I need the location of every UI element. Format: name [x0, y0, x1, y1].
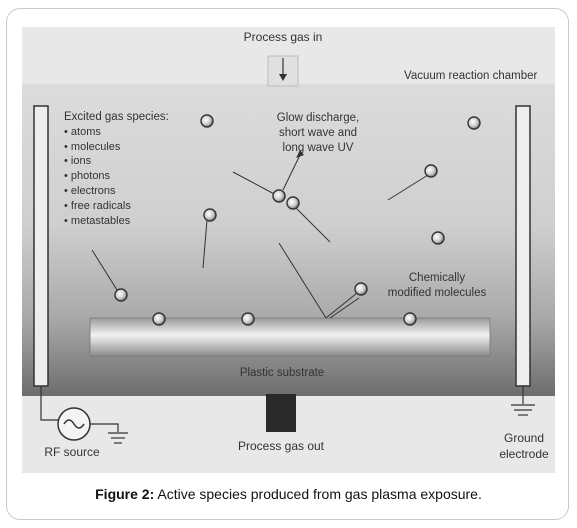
ground-electrode-label-1: Ground	[504, 431, 544, 445]
particle-trails	[91, 154, 429, 319]
plastic-substrate	[89, 317, 491, 357]
molecule	[203, 208, 217, 222]
caption-figure-number: Figure 2:	[95, 486, 155, 502]
species-item: • photons	[64, 170, 111, 182]
molecule	[241, 312, 255, 326]
species-title: Excited gas species:	[64, 111, 169, 123]
plastic-substrate-label: Plastic substrate	[240, 367, 324, 379]
caption-text: Active species produced from gas plasma …	[154, 486, 482, 502]
molecule	[431, 231, 445, 245]
molecule	[200, 114, 214, 128]
gas-outlet-pipe	[266, 394, 296, 432]
process-gas-out-label: Process gas out	[238, 439, 325, 453]
vacuum-chamber-label: Vacuum reaction chamber	[404, 70, 538, 82]
glow-discharge-label-3: long wave UV	[283, 142, 354, 154]
molecule	[152, 312, 166, 326]
ground-electrode-symbol-icon	[511, 404, 535, 416]
uv-arrowhead	[296, 150, 304, 158]
species-item: • free radicals	[64, 200, 131, 212]
ground-electrode-label-2: electrode	[499, 447, 549, 461]
rf-wire	[40, 386, 58, 421]
rf-electrode	[33, 105, 49, 387]
molecule	[286, 196, 300, 210]
molecule	[272, 189, 286, 203]
molecule-group	[114, 114, 481, 326]
molecule	[114, 288, 128, 302]
species-item: • atoms	[64, 126, 101, 138]
chemically-modified-label-1: Chemically	[409, 272, 465, 284]
species-item: • metastables	[64, 215, 131, 227]
gas-in-arrowhead	[279, 74, 287, 81]
species-item: • electrons	[64, 185, 116, 197]
rf-source-label: RF source	[44, 445, 100, 459]
molecule	[424, 164, 438, 178]
molecule	[403, 312, 417, 326]
sine-wave-icon	[63, 419, 85, 429]
process-gas-in-label: Process gas in	[244, 30, 323, 44]
species-item: • molecules	[64, 141, 121, 153]
chemically-modified-label-2: modified molecules	[388, 287, 487, 299]
species-item: • ions	[64, 155, 92, 167]
molecule	[467, 116, 481, 130]
rf-ground-wire	[90, 423, 119, 432]
ground-symbol-icon	[108, 432, 128, 444]
molecule	[354, 282, 368, 296]
glow-discharge-label-1: Glow discharge,	[277, 112, 359, 124]
figure-caption: Figure 2: Active species produced from g…	[0, 486, 577, 502]
glow-discharge-label-2: short wave and	[279, 127, 357, 139]
ground-electrode-plate	[515, 105, 531, 387]
